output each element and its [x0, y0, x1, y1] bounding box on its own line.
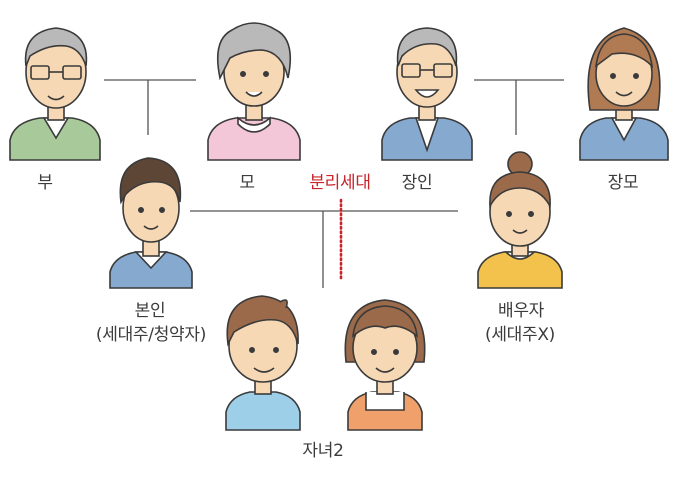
- spouse-role-label: (세대주X): [484, 325, 556, 345]
- self-role-label: (세대주/청약자): [95, 325, 207, 345]
- spouse-label: 배우자: [497, 301, 545, 321]
- mother-figure: [207, 22, 301, 161]
- mother-label: 모: [239, 173, 255, 193]
- child-boy-figure: [225, 295, 301, 431]
- mother-in-law-label: 장모: [607, 173, 639, 193]
- separation-label: 분리세대: [309, 173, 371, 193]
- mother-in-law-figure: [579, 27, 669, 161]
- children-label: 자녀2: [302, 441, 344, 461]
- father-label: 부: [37, 173, 53, 193]
- spouse-figure: [477, 151, 563, 289]
- self-figure: [109, 157, 193, 289]
- father-in-law-figure: [381, 27, 473, 161]
- father-in-law-label: 장인: [401, 173, 433, 193]
- connector-lines: [104, 79, 564, 288]
- child-girl-figure: [344, 299, 426, 431]
- father-figure: [9, 27, 101, 161]
- self-label: 본인: [134, 301, 166, 321]
